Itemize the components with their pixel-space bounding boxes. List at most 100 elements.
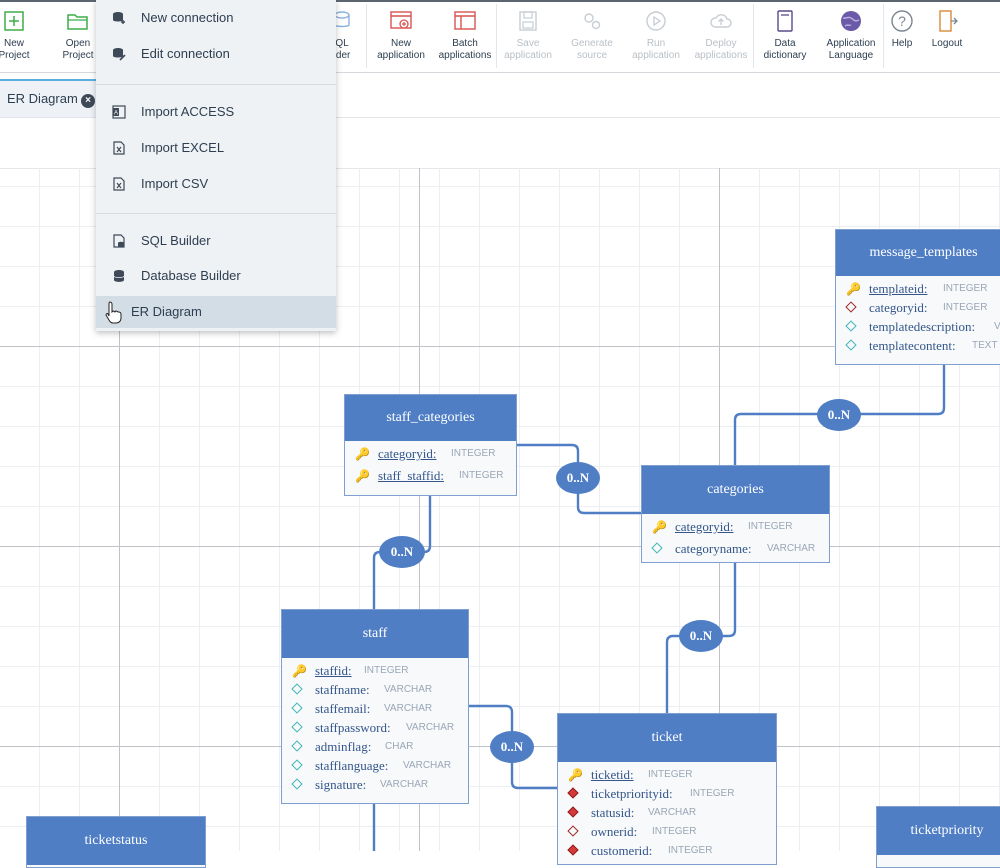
generate-source-button[interactable]: Generate source: [564, 8, 620, 68]
er-table-staff[interactable]: staff 🔑 staffid: INTEGER staffname: VARC…: [281, 609, 469, 804]
column-diamond-icon: [845, 339, 858, 352]
database-dropdown-menu: New connection Edit connection A Import …: [96, 0, 336, 331]
logout-door-icon: [939, 10, 958, 32]
er-table-staff-categories[interactable]: staff_categories 🔑 categoryid: INTEGER 🔑…: [344, 394, 517, 496]
column-row: ticketpriorityid: INTEGER: [558, 785, 776, 804]
open-project-button[interactable]: Open Project: [58, 8, 98, 68]
column-row: categoryid: INTEGER: [836, 299, 1000, 318]
help-button[interactable]: ? Help: [886, 8, 918, 68]
foreign-key-diamond-icon: [567, 825, 580, 838]
table-columns: 🔑 categoryid: INTEGER categoryname: VARC…: [642, 514, 829, 562]
column-type: VARCHAR: [403, 760, 452, 771]
menu-separator: [96, 84, 336, 85]
menu-item-import-csv[interactable]: Import CSV: [96, 169, 336, 199]
cardinality-badge[interactable]: 0..N: [490, 731, 534, 763]
er-table-ticketstatus[interactable]: ticketstatus: [26, 816, 206, 868]
toolbar-separator: [883, 4, 884, 68]
menu-item-database-builder[interactable]: Database Builder: [96, 261, 336, 291]
column-row: staffname: VARCHAR: [282, 681, 468, 700]
column-row: templatedescription: VARCHAR: [836, 318, 1000, 337]
close-tab-icon[interactable]: ×: [81, 94, 95, 108]
er-table-message-templates[interactable]: message_templates 🔑 templateid: INTEGER …: [835, 229, 1000, 365]
csv-file-icon: [113, 177, 125, 191]
column-row: 🔑 categoryid: INTEGER: [345, 445, 516, 467]
open-project-label: Open Project: [62, 38, 94, 61]
column-name: stafflanguage:: [315, 758, 389, 773]
menu-item-label: Import CSV: [141, 176, 209, 191]
folder-open-icon: [67, 14, 88, 30]
column-diamond-icon: [845, 320, 858, 333]
menu-item-label: Import ACCESS: [141, 104, 235, 119]
new-project-button[interactable]: New Project: [0, 8, 32, 68]
column-row: signature: VARCHAR: [282, 776, 468, 795]
column-name: statusid:: [591, 805, 635, 820]
logout-button[interactable]: Logout: [927, 8, 967, 68]
column-name: adminflag:: [315, 739, 372, 754]
column-name: staff_staffid:: [378, 468, 444, 483]
cloud-upload-icon: [710, 14, 732, 28]
menu-item-new-connection[interactable]: New connection: [96, 3, 336, 33]
gears-icon: [584, 13, 601, 30]
er-table-ticket[interactable]: ticket 🔑 ticketid: INTEGER ticketpriorit…: [557, 713, 777, 865]
column-name: ownerid:: [591, 824, 638, 839]
data-dictionary-button[interactable]: Data dictionary: [760, 8, 810, 68]
hand-cursor-icon: [105, 301, 122, 324]
menu-item-label: Import EXCEL: [141, 140, 225, 155]
deploy-applications-button[interactable]: Deploy applications: [692, 8, 750, 68]
menu-item-label: Database Builder: [141, 268, 241, 283]
table-columns: 🔑 templateid: INTEGER categoryid: INTEGE…: [836, 276, 1000, 356]
foreign-key-diamond-icon: [845, 301, 858, 314]
table-columns: 🔑 ticketid: INTEGER ticketpriorityid: IN…: [558, 762, 776, 861]
tab-er-diagram-label: ER Diagram: [7, 91, 78, 106]
primary-key-icon: 🔑: [846, 282, 861, 296]
batch-applications-button[interactable]: Batch applications: [436, 8, 494, 68]
save-application-button[interactable]: Save application: [500, 8, 556, 68]
menu-item-sql-builder[interactable]: SQL Builder: [96, 226, 336, 256]
er-table-categories[interactable]: categories 🔑 categoryid: INTEGER categor…: [641, 465, 830, 563]
menu-item-import-excel[interactable]: Import EXCEL: [96, 133, 336, 163]
column-type: INTEGER: [364, 665, 409, 676]
cardinality-badge[interactable]: 0..N: [679, 620, 723, 652]
cardinality-badge[interactable]: 0..N: [556, 462, 600, 494]
column-row: ownerid: INTEGER: [558, 823, 776, 842]
menu-item-er-diagram[interactable]: ER Diagram: [96, 296, 336, 328]
toolbar-separator: [496, 4, 497, 68]
run-application-button[interactable]: Run application: [628, 8, 684, 68]
help-label: Help: [891, 38, 913, 49]
column-row: stafflanguage: VARCHAR: [282, 757, 468, 776]
data-dictionary-label: Data dictionary: [763, 38, 807, 61]
cardinality-badge[interactable]: 0..N: [379, 536, 425, 568]
column-type: INTEGER: [943, 283, 988, 294]
svg-text:A: A: [114, 111, 118, 117]
column-row: 🔑 ticketid: INTEGER: [558, 766, 776, 785]
column-name: customerid:: [591, 843, 653, 858]
column-type: INTEGER: [451, 448, 496, 459]
tab-er-diagram[interactable]: ER Diagram ×: [0, 79, 100, 117]
column-type: VARCHAR: [406, 722, 455, 733]
column-name: categoryid:: [378, 446, 437, 461]
column-row: customerid: INTEGER: [558, 842, 776, 861]
column-diamond-icon: [291, 683, 304, 696]
application-language-button[interactable]: Application Language: [820, 8, 882, 68]
column-name: staffid:: [315, 663, 352, 678]
menu-item-edit-connection[interactable]: Edit connection: [96, 39, 336, 69]
access-file-icon: A: [112, 105, 126, 119]
column-diamond-icon: [291, 740, 304, 753]
logout-label: Logout: [931, 38, 963, 49]
er-table-ticketpriority[interactable]: ticketpriority: [876, 806, 1000, 868]
sql-builder-label: QL lder: [333, 38, 351, 61]
new-application-button[interactable]: New application: [372, 8, 430, 68]
table-columns: 🔑 categoryid: INTEGER 🔑 staff_staffid: I…: [345, 441, 516, 489]
column-row: adminflag: CHAR: [282, 738, 468, 757]
toolbar-separator: [366, 4, 367, 68]
column-row: 🔑 categoryid: INTEGER: [642, 518, 829, 540]
batch-applications-icon: [454, 11, 476, 30]
column-name: categoryid:: [675, 519, 734, 534]
table-header: ticketpriority: [877, 807, 1000, 855]
cardinality-badge[interactable]: 0..N: [817, 399, 861, 431]
menu-item-import-access[interactable]: A Import ACCESS: [96, 97, 336, 127]
column-type: TEXT: [972, 340, 998, 351]
primary-key-icon: 🔑: [292, 664, 307, 678]
primary-foreign-key-icon: 🔑: [355, 447, 370, 461]
column-row: 🔑 staff_staffid: INTEGER: [345, 467, 516, 489]
